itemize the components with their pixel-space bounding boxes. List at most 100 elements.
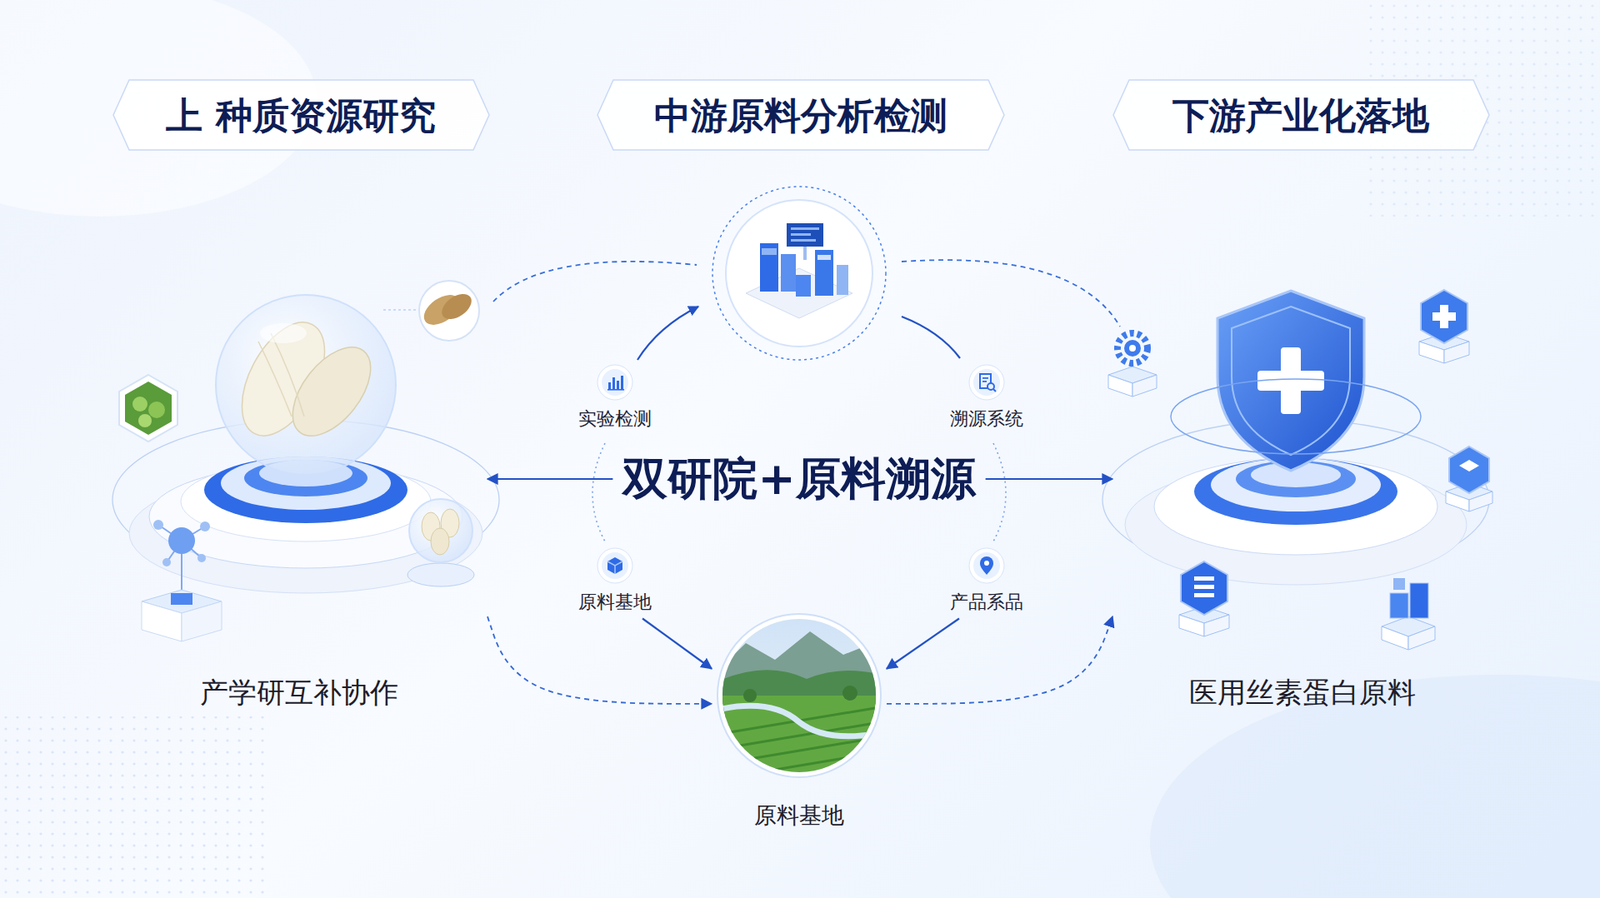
icon-glyph — [980, 556, 994, 575]
shield-satellites — [1445, 491, 1470, 512]
stage-title: 下游产业化落地 — [1172, 92, 1430, 139]
shield-satellites — [1419, 341, 1445, 364]
icon-glyph — [968, 364, 1005, 401]
lab-illustration — [790, 227, 820, 230]
icon-glyph — [969, 365, 1005, 400]
shield-platform — [1154, 458, 1438, 555]
icon-glyph — [984, 560, 990, 566]
icon-glyph — [607, 389, 625, 391]
base-label: 原料基地 — [754, 801, 845, 830]
hub-title: 双研院+原料溯源 — [612, 445, 985, 513]
flow-arcs — [901, 260, 1120, 327]
shield-satellites — [1410, 583, 1429, 619]
flow-arrow — [487, 616, 712, 705]
icon-glyph — [616, 380, 620, 390]
cocoon-satellites — [119, 280, 480, 642]
lab-illustration — [790, 239, 816, 242]
icon-badge: 溯源系统 — [940, 362, 1033, 436]
cocoon-satellites — [138, 414, 152, 428]
icon-glyph — [982, 380, 987, 383]
cocoon-satellites — [153, 520, 164, 530]
icon-glyph — [987, 383, 995, 390]
stage-banner: 上 种质资源研究 — [112, 79, 490, 151]
stage-title: 中游原料分析检测 — [654, 92, 948, 139]
background-decor — [0, 716, 267, 898]
shield-satellites — [1132, 375, 1157, 397]
icon-label: 原料基地 — [578, 590, 652, 615]
icon-label: 实验检测 — [578, 407, 652, 431]
lab-illustration — [780, 254, 796, 292]
farm-illustration — [717, 614, 881, 780]
stage-banner: 中游原料分析检测 — [596, 79, 1005, 151]
icon-glyph — [993, 389, 996, 392]
shield-satellites — [1204, 615, 1230, 637]
shield-satellites — [1432, 312, 1456, 321]
flow-arrow — [642, 619, 712, 670]
cocoon-satellites — [407, 563, 475, 587]
cocoon-satellites — [409, 499, 473, 563]
shield-platform — [1217, 290, 1365, 471]
banner-shape — [1113, 80, 1490, 150]
shield-satellites — [1469, 491, 1493, 512]
flow-arrow — [886, 619, 960, 670]
shield-platform — [1257, 370, 1325, 391]
icon-glyph — [968, 547, 1005, 585]
shield-satellites — [1459, 460, 1480, 472]
icon-badge: 实验检测 — [569, 362, 661, 436]
shield-satellites — [1420, 290, 1468, 344]
cocoon-satellites — [200, 521, 210, 532]
flow-arcs — [493, 261, 697, 302]
icon-badge: 产品系品 — [940, 545, 1033, 620]
cocoon-satellites — [383, 310, 420, 311]
shield-satellites — [1129, 345, 1136, 352]
farm-illustration — [717, 695, 881, 780]
icon-glyph — [596, 364, 634, 401]
icon-glyph — [612, 377, 615, 390]
shield-satellites — [1108, 290, 1493, 650]
lab-illustration — [815, 250, 834, 296]
platform-label: 医用丝素蛋白原料 — [1189, 675, 1416, 711]
farm-illustration — [743, 689, 757, 703]
cocoon-satellites — [437, 289, 477, 325]
icon-glyph — [969, 548, 1005, 584]
platform-node: 医用丝素蛋白原料 — [1112, 250, 1492, 717]
cocoon-platform — [260, 323, 307, 344]
icon-glyph — [601, 369, 629, 396]
shield-satellites — [1117, 333, 1148, 364]
stage-banner: 下游产业化落地 — [1112, 79, 1490, 151]
platform-label: 产学研互补协作 — [200, 675, 399, 711]
banner-shape — [113, 80, 490, 150]
flow-arrow — [985, 478, 1113, 480]
cocoon-platform — [215, 295, 396, 475]
shield-satellites — [1381, 626, 1409, 650]
icon-label: 溯源系统 — [950, 407, 1024, 431]
shield-satellites — [1449, 446, 1490, 494]
cocoon-satellites — [170, 593, 193, 605]
stage-title: 上 种质资源研究 — [165, 92, 435, 139]
icon-glyph — [597, 365, 633, 400]
icon-glyph — [596, 547, 634, 585]
banner-shape — [597, 80, 1005, 150]
cocoon-satellites — [197, 554, 206, 563]
cocoon-satellites — [132, 396, 148, 412]
base-circle-node: 原料基地 — [711, 614, 887, 834]
lab-illustration — [836, 265, 849, 295]
cocoon-satellites — [162, 558, 171, 567]
cocoon-satellites — [148, 401, 165, 419]
icon-glyph — [614, 565, 616, 575]
icon-glyph — [620, 375, 624, 390]
shield-satellites — [1194, 576, 1215, 581]
cocoon-satellites — [168, 527, 195, 555]
cocoon-satellites — [141, 601, 182, 642]
lab-illustration — [712, 186, 886, 360]
shield-satellites — [1408, 626, 1435, 650]
flow-arrow — [886, 616, 1113, 705]
cocoon-satellites — [125, 381, 172, 435]
icon-glyph — [607, 557, 623, 575]
cocoon-satellites — [181, 601, 222, 642]
lab-illustration — [725, 200, 873, 347]
cocoon-satellites — [119, 375, 178, 442]
shield-satellites — [1108, 375, 1133, 397]
flow-arcs — [493, 260, 1120, 542]
